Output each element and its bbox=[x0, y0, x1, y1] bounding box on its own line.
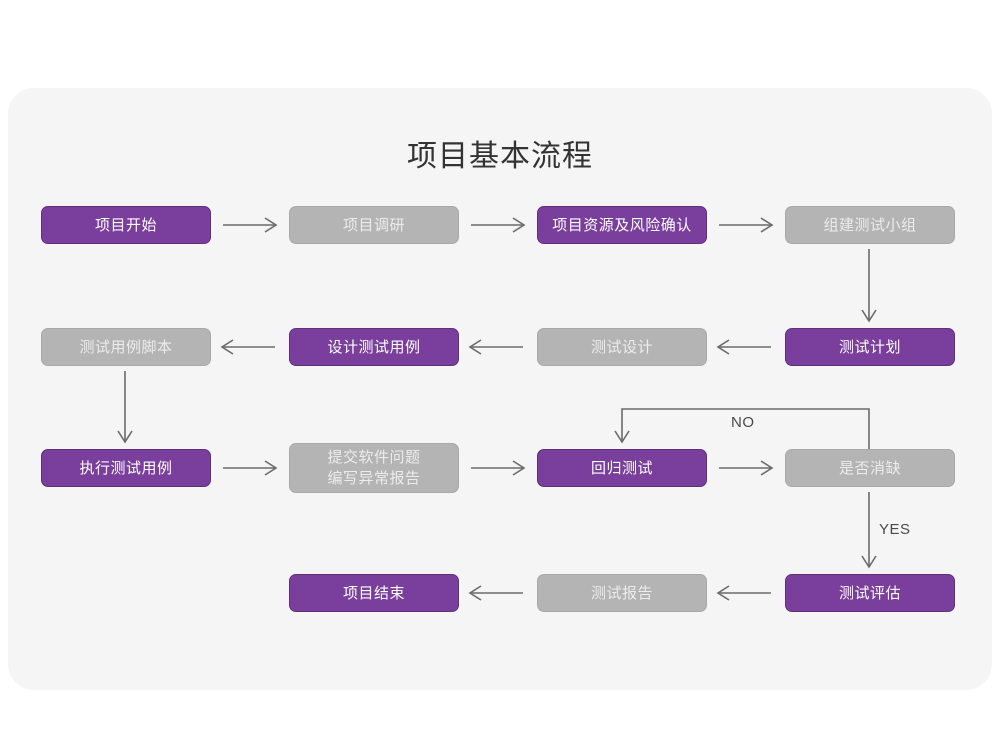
node-label: 回归测试 bbox=[590, 459, 653, 477]
node-label: 项目开始 bbox=[94, 216, 157, 234]
node-test-design[interactable]: 测试设计 bbox=[537, 328, 707, 366]
node-test-case-scripts[interactable]: 测试用例脚本 bbox=[41, 328, 211, 366]
node-defects-resolved-decision[interactable]: 是否消缺 bbox=[785, 449, 955, 487]
node-label: 设计测试用例 bbox=[327, 338, 421, 356]
node-label: 执行测试用例 bbox=[79, 459, 173, 477]
node-regression-test[interactable]: 回归测试 bbox=[537, 449, 707, 487]
node-submit-issues-and-write-report[interactable]: 提交软件问题 编写异常报告 bbox=[289, 443, 459, 493]
node-label: 项目资源及风险确认 bbox=[552, 216, 692, 234]
node-label: 测试用例脚本 bbox=[79, 338, 173, 356]
node-execute-test-cases[interactable]: 执行测试用例 bbox=[41, 449, 211, 487]
node-label: 项目结束 bbox=[342, 584, 405, 602]
node-resource-and-risk-confirmation[interactable]: 项目资源及风险确认 bbox=[537, 206, 707, 244]
node-project-survey[interactable]: 项目调研 bbox=[289, 206, 459, 244]
node-project-end[interactable]: 项目结束 bbox=[289, 574, 459, 612]
node-test-report[interactable]: 测试报告 bbox=[537, 574, 707, 612]
edge-label-no: NO bbox=[731, 414, 755, 431]
node-label: 测试设计 bbox=[590, 338, 653, 356]
node-label: 测试评估 bbox=[838, 584, 901, 602]
node-project-start[interactable]: 项目开始 bbox=[41, 206, 211, 244]
node-label: 是否消缺 bbox=[838, 459, 901, 477]
node-test-plan[interactable]: 测试计划 bbox=[785, 328, 955, 366]
node-label: 项目调研 bbox=[342, 216, 405, 234]
node-build-test-team[interactable]: 组建测试小组 bbox=[785, 206, 955, 244]
node-label: 提交软件问题 编写异常报告 bbox=[327, 449, 421, 487]
node-label: 测试计划 bbox=[838, 338, 901, 356]
node-label: 测试报告 bbox=[590, 584, 653, 602]
page-title: 项目基本流程 bbox=[407, 140, 593, 173]
node-label: 组建测试小组 bbox=[823, 216, 917, 234]
node-test-evaluation[interactable]: 测试评估 bbox=[785, 574, 955, 612]
edge-label-yes: YES bbox=[879, 521, 911, 538]
node-design-test-cases[interactable]: 设计测试用例 bbox=[289, 328, 459, 366]
